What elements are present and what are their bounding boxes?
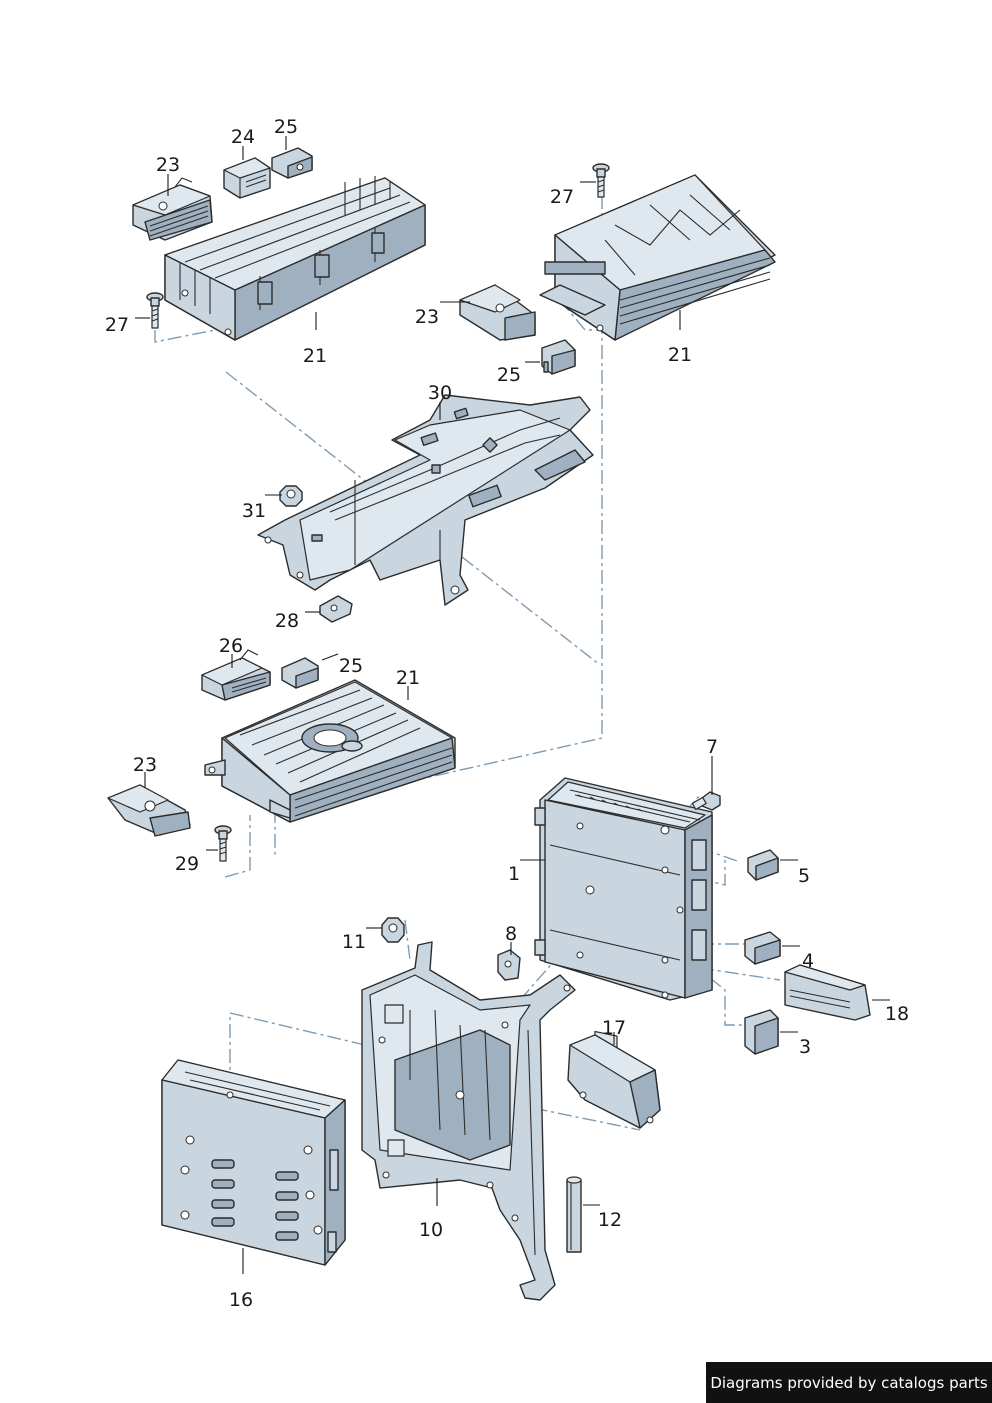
amplifier-top-left: [164, 176, 426, 341]
callout-17: 17: [602, 1017, 626, 1039]
connector-4: [744, 931, 781, 965]
amplifier-top-right: [539, 174, 776, 341]
screw-27-right: [592, 163, 610, 198]
callout-30: 30: [428, 382, 452, 404]
bracket-30: [257, 394, 594, 606]
connector-25-right: [541, 339, 576, 375]
clip-8: [497, 949, 521, 981]
callout-8: 8: [505, 923, 517, 945]
nut-11: [381, 917, 405, 943]
connector-26: [201, 649, 271, 701]
callout-31: 31: [242, 500, 266, 522]
connector-23-right: [459, 284, 536, 341]
screw-29: [214, 825, 232, 862]
amplifier-mid: [204, 679, 456, 823]
callout-21-mid: 21: [396, 667, 420, 689]
connector-25-top: [271, 147, 313, 179]
screw-27-left: [146, 292, 164, 329]
callout-26: 26: [219, 635, 243, 657]
connector-24: [223, 157, 271, 199]
callout-1: 1: [508, 863, 520, 885]
callout-25-top: 25: [274, 116, 298, 138]
callout-23-top: 23: [156, 154, 180, 176]
callout-4: 4: [802, 950, 814, 972]
control-unit-1: [534, 777, 713, 1065]
nut-31: [279, 485, 303, 507]
clip-28: [319, 595, 353, 623]
credit-banner: Diagrams provided by catalogs parts: [706, 1362, 992, 1403]
callout-29: 29: [175, 853, 199, 875]
callout-16: 16: [229, 1289, 253, 1311]
callout-12: 12: [598, 1209, 622, 1231]
module-18: [784, 964, 871, 1021]
callout-18: 18: [885, 1003, 909, 1025]
screw-7: [691, 791, 721, 811]
callout-11: 11: [342, 931, 366, 953]
callout-3: 3: [799, 1036, 811, 1058]
connector-5: [747, 849, 779, 881]
bracket-10: [361, 941, 576, 1301]
leader-lines: [135, 136, 890, 1274]
callout-27-left: 27: [105, 314, 129, 336]
module-17: [567, 1034, 661, 1129]
connector-25-mid: [281, 657, 319, 689]
callout-5: 5: [798, 865, 810, 887]
callout-21-left: 21: [303, 345, 327, 367]
callout-28: 28: [275, 610, 299, 632]
callout-27-right: 27: [550, 186, 574, 208]
connector-23-mid: [107, 784, 191, 837]
callout-21-right: 21: [668, 344, 692, 366]
callout-labels: 23 24 25 27 21 27 23 25 21 30 31 28 26 2…: [105, 116, 909, 1311]
connector-3: [744, 1009, 779, 1055]
callout-23-right: 23: [415, 306, 439, 328]
callout-25-mid: 25: [339, 655, 363, 677]
callout-24: 24: [231, 126, 255, 148]
tube-12: [566, 1176, 582, 1253]
callout-7: 7: [706, 736, 718, 758]
callout-10: 10: [419, 1219, 443, 1241]
callout-23-mid: 23: [133, 754, 157, 776]
callout-25-right: 25: [497, 364, 521, 386]
connector-23-top: [132, 177, 213, 241]
unit-16: [161, 1059, 346, 1266]
